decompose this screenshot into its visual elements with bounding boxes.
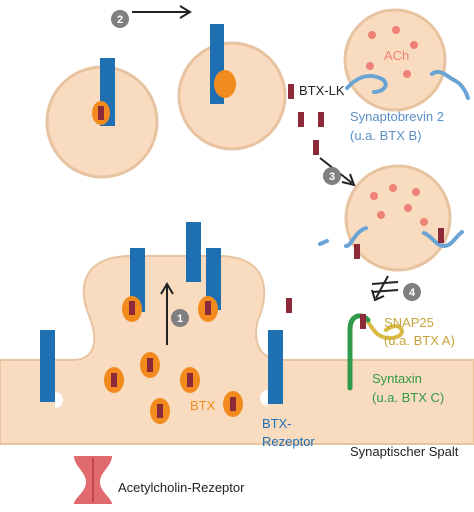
vesicle-middle: [177, 41, 287, 151]
label-snap25-note: (u.a. BTX A): [384, 333, 455, 348]
svg-text:1: 1: [177, 313, 183, 325]
svg-text:3: 3: [329, 171, 335, 183]
synaptobrevin-fragment-left: [344, 226, 368, 248]
btx-light-chains: [286, 84, 324, 313]
membrane-receptor-1: [122, 248, 145, 322]
arrow-transport: [132, 5, 192, 19]
membrane-receptor-right: [260, 330, 283, 406]
acetylcholine-receptor: [74, 456, 112, 504]
svg-text:2: 2: [117, 14, 123, 26]
label-btx: BTX: [190, 398, 216, 413]
btx-molecules: [104, 352, 243, 424]
vesicle-left-receptor: [92, 58, 115, 126]
arrow-blocked: [371, 275, 399, 302]
btx-lc-snare: [360, 314, 366, 329]
synaptobrevin-fragment-right: [422, 230, 464, 249]
vesicle-cleaved: [344, 164, 452, 272]
label-btx-lk: BTX-LK: [299, 83, 345, 98]
membrane-receptor-2: [186, 222, 201, 282]
label-receptor-1: BTX-: [262, 416, 292, 431]
btx-lc-cleaving: [354, 244, 360, 259]
label-ach: ACh: [384, 48, 409, 63]
label-snap25: SNAP25: [384, 315, 434, 330]
membrane-receptor-3: [198, 248, 221, 322]
presynaptic-membrane: [0, 255, 474, 445]
btx-lc-cleaving-2: [438, 228, 444, 243]
ach-molecules-top: [366, 26, 418, 78]
step-3-marker: 3: [323, 167, 341, 185]
step-2-marker: 2: [111, 10, 129, 28]
synaptobrevin-fragment-free: [318, 239, 329, 246]
membrane-receptor-left: [40, 330, 63, 408]
synaptobrevin-protein-2: [430, 69, 470, 100]
label-syntaxin-note: (u.a. BTX C): [372, 390, 444, 405]
label-ach-receptor: Acetylcholin-Rezeptor: [118, 480, 245, 495]
synaptobrevin-protein: [345, 74, 388, 94]
step-4-marker: 4: [403, 283, 421, 301]
svg-text:4: 4: [409, 287, 416, 299]
vesicle-middle-receptor: [210, 24, 236, 104]
step-1-marker: 1: [171, 309, 189, 327]
label-cleft: Synaptischer Spalt: [350, 444, 459, 459]
label-synaptobrevin-note: (u.a. BTX B): [350, 128, 422, 143]
ach-molecules-middle: [370, 184, 428, 226]
label-receptor-2: Rezeptor: [262, 434, 315, 449]
arrow-internalization: [160, 282, 174, 345]
snap25-protein: [360, 314, 404, 341]
label-synaptobrevin: Synaptobrevin 2: [350, 109, 444, 124]
label-syntaxin: Syntaxin: [372, 371, 422, 386]
